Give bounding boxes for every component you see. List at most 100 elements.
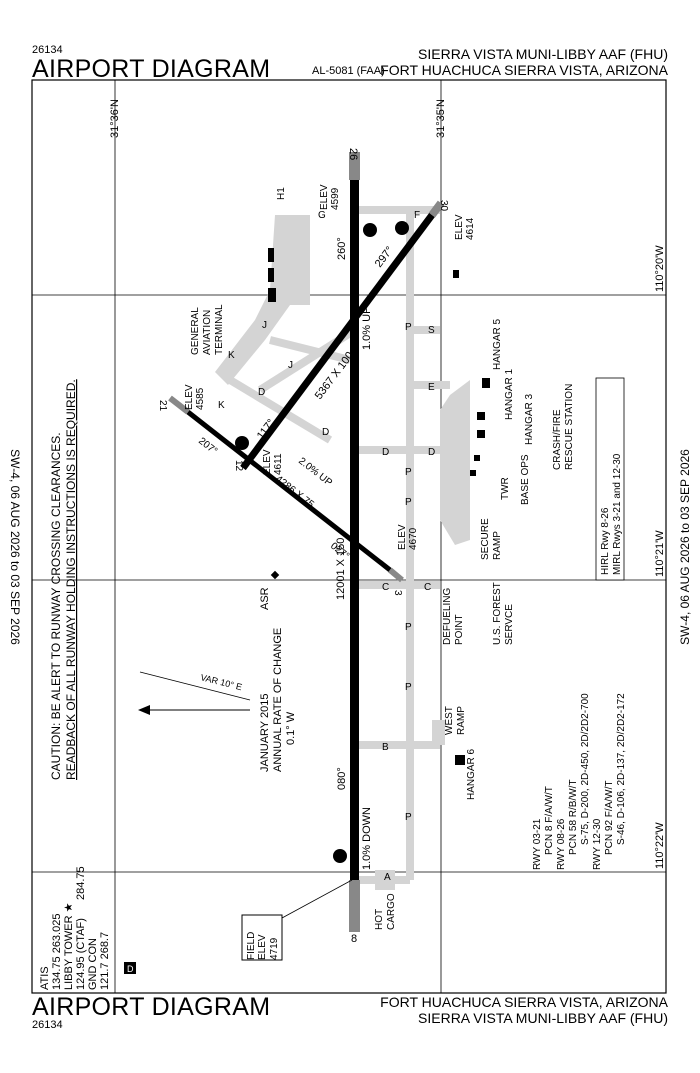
location-top: FORT HUACHUCA SIERRA VISTA, ARIZONA xyxy=(380,62,668,78)
svg-text:CRASH/FIRE: CRASH/FIRE xyxy=(552,409,563,470)
lat-label-36: 31°36'N xyxy=(109,99,121,138)
svg-text:PCN 92 F/A/W/T: PCN 92 F/A/W/T xyxy=(604,781,615,855)
twy-P6: P xyxy=(405,812,412,823)
taxiway-network xyxy=(227,206,450,884)
svg-text:TERMINAL: TERMINAL xyxy=(214,304,225,355)
runway-03-21 xyxy=(186,410,392,572)
svg-text:POINT: POINT xyxy=(454,614,465,645)
twy-P5: P xyxy=(405,682,412,693)
lon-label-22: 110°22'W xyxy=(654,822,666,869)
rwy30-pad xyxy=(428,200,445,218)
svg-text:RAMP: RAMP xyxy=(456,706,467,735)
svg-text:WEST: WEST xyxy=(444,706,455,735)
airport-name-top: SIERRA VISTA MUNI-LIBBY AAF (FHU) xyxy=(418,46,668,62)
rwy12-label: 12 xyxy=(233,460,244,472)
svg-text:HANGAR 3: HANGAR 3 xyxy=(524,393,535,445)
svg-text:LIBBY TOWER ★: LIBBY TOWER ★ xyxy=(63,902,75,990)
field-elev-box xyxy=(241,914,283,961)
svg-text:121.7 268.7: 121.7 268.7 xyxy=(99,932,111,990)
svg-text:PCN 8 F/A/W/T: PCN 8 F/A/W/T xyxy=(544,786,555,855)
buildings xyxy=(268,248,490,765)
svg-text:284.75: 284.75 xyxy=(75,866,87,900)
hdg-080: 080° xyxy=(336,767,348,790)
elev-4614-label: ELEV xyxy=(454,214,465,240)
svg-text:U.S. FOREST: U.S. FOREST xyxy=(492,582,503,645)
twy-K: K xyxy=(228,350,235,361)
svg-text:BASE OPS: BASE OPS xyxy=(520,454,531,505)
var-roc: ANNUAL RATE OF CHANGE xyxy=(272,628,284,772)
rwy0826-dims: 12001 X 150 xyxy=(335,538,347,600)
var-date: JANUARY 2015 xyxy=(259,694,271,772)
elev-4585: 4585 xyxy=(195,387,206,410)
hangar6-block xyxy=(455,755,465,765)
field-elev-l1: FIELD xyxy=(246,932,257,960)
svg-text:SECURE: SECURE xyxy=(480,518,491,560)
chart-title-bottom: AIRPORT DIAGRAM xyxy=(32,993,271,1021)
caution-line1: CAUTION: BE ALERT TO RUNWAY CROSSING CLE… xyxy=(49,432,63,780)
svg-text:RESCUE STATION: RESCUE STATION xyxy=(564,384,575,470)
elev-4611: 4611 xyxy=(273,453,284,475)
hdg-260: 260° xyxy=(336,237,348,260)
chart-code-top: 26134 xyxy=(32,44,63,56)
svg-text:HANGAR 6: HANGAR 6 xyxy=(466,748,477,800)
rwy21-label: 21 xyxy=(157,400,168,412)
var-roc-val: 0.1° W xyxy=(285,711,297,745)
runway-08-26 xyxy=(350,152,359,880)
svg-text:134.75 263.025: 134.75 263.025 xyxy=(51,914,63,990)
svg-text:ATIS: ATIS xyxy=(39,966,51,990)
rwy3-pad xyxy=(388,567,404,583)
true-north-arrow xyxy=(138,705,150,715)
twy-K2: K xyxy=(218,400,225,411)
pcn-block: RWY 03-21 PCN 8 F/A/W/T RWY 08-26 PCN 58… xyxy=(532,693,627,870)
rwy3-label: 3 xyxy=(392,590,403,596)
rwy0321-slope: 2.0% UP xyxy=(296,456,334,489)
twy-P3: P xyxy=(405,497,412,508)
svg-text:TWR: TWR xyxy=(500,477,511,500)
location-bottom: FORT HUACHUCA SIERRA VISTA, ARIZONA xyxy=(380,994,668,1010)
field-elev-l2: ELEV xyxy=(257,934,268,960)
asr-label: ASR xyxy=(259,587,271,610)
field-elev-leader xyxy=(281,879,353,919)
slope-up: 1.0% UP xyxy=(361,307,373,350)
twy-C2: C xyxy=(424,582,431,593)
airport-name-bottom: SIERRA VISTA MUNI-LIBBY AAF (FHU) xyxy=(418,1010,668,1026)
twy-P2: P xyxy=(405,467,412,478)
chart-code-bottom: 26134 xyxy=(32,1019,63,1031)
svg-text:HIRL Rwy 8-26: HIRL Rwy 8-26 xyxy=(600,507,611,575)
apron-areas xyxy=(215,215,470,890)
doc-number: AL-5081 (FAA) xyxy=(312,65,385,77)
twy-G: G xyxy=(318,210,326,221)
field-elev-val: 4719 xyxy=(269,937,280,960)
twy-D3: D xyxy=(382,447,389,458)
lon-label-20: 110°20'W xyxy=(654,245,666,292)
elev-4599: 4599 xyxy=(330,187,341,210)
svg-text:GENERAL: GENERAL xyxy=(190,307,201,355)
twy-F: F xyxy=(414,210,420,221)
rwy26-label: 26 xyxy=(347,148,359,160)
asr-icon xyxy=(270,570,280,580)
chart-title-top: AIRPORT DIAGRAM xyxy=(32,55,271,83)
twy-A: A xyxy=(384,872,391,883)
mag-north-line xyxy=(139,671,251,701)
svg-text:HOT: HOT xyxy=(374,909,385,930)
twy-D: D xyxy=(258,387,265,398)
svg-text:S-75, D-200, 2D-450, 2D/2D2-70: S-75, D-200, 2D-450, 2D/2D2-700 xyxy=(580,693,591,845)
rwy8-blast-pad xyxy=(349,880,360,932)
svg-text:124.95 (CTAF): 124.95 (CTAF) xyxy=(75,918,87,990)
slope-down: 1.0% DOWN xyxy=(361,807,373,870)
twy-J: J xyxy=(262,320,267,331)
svg-text:RWY 08-26: RWY 08-26 xyxy=(556,818,567,870)
twy-S: S xyxy=(428,325,435,336)
lighting-box xyxy=(595,377,625,581)
twy-D2: D xyxy=(322,427,329,438)
svg-text:DEFUELING: DEFUELING xyxy=(442,588,453,645)
twy-E: E xyxy=(428,382,435,393)
hdg-207: 207° xyxy=(196,436,219,457)
twy-P1: P xyxy=(405,322,412,333)
svg-text:H1: H1 xyxy=(276,187,287,200)
elev-4585-label: ELEV xyxy=(184,384,195,410)
rwy0321-dims: 4286 X 75 xyxy=(273,474,316,511)
svg-text:RWY 12-30: RWY 12-30 xyxy=(592,818,603,870)
twy-C: C xyxy=(382,582,389,593)
